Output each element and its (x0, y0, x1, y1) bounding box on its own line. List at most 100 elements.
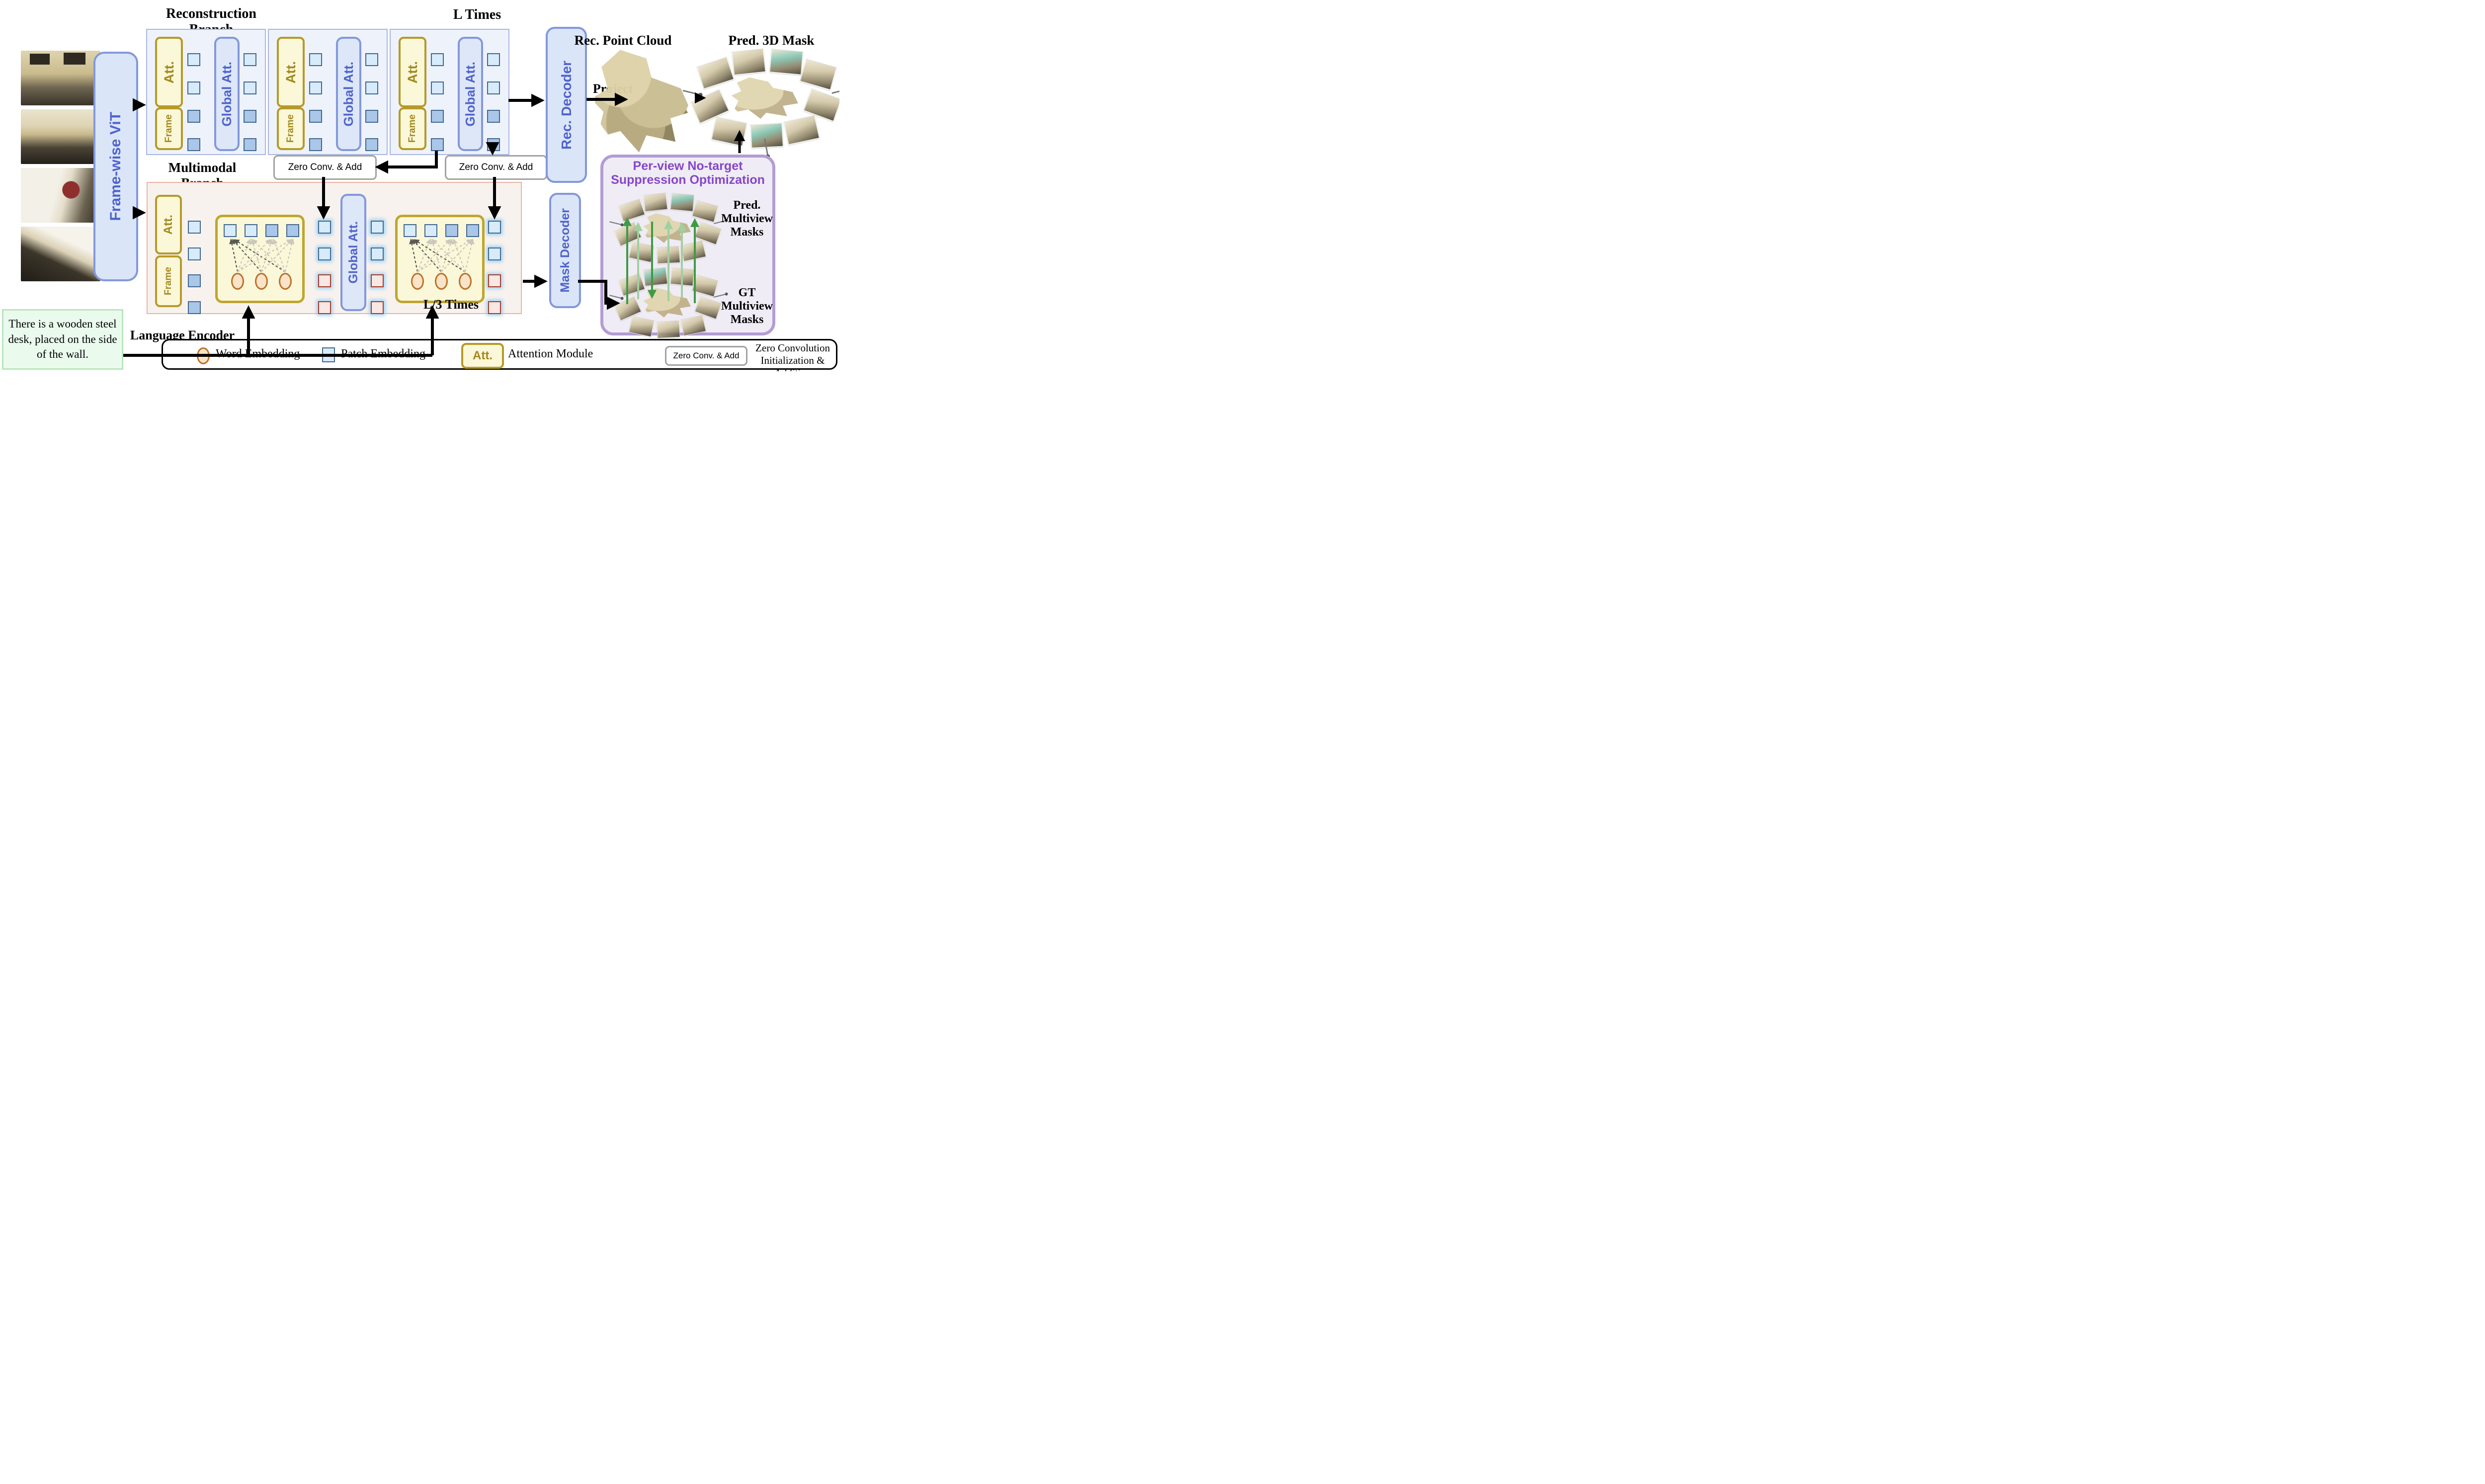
att-label: Att. (283, 61, 298, 83)
patch-token (187, 110, 200, 123)
patch-token (187, 82, 200, 94)
query-text: There is a wooden steel desk, placed on … (8, 318, 117, 361)
multiview-ring (609, 267, 726, 339)
zero-conv-add-box-1: Zero Conv. & Add (273, 155, 377, 180)
legend-patch-embedding-icon (322, 347, 335, 362)
frame-label: Frame (285, 114, 296, 143)
legend-zero-conv-desc-line1: Zero Convolution (755, 342, 830, 354)
mask-decoder-box: Mask Decoder (549, 193, 581, 308)
frame-module-box: Frame (277, 107, 305, 150)
legend-attention-icon: Att. (461, 343, 504, 369)
pred-masks-line2: Multiview (721, 212, 773, 225)
legend-word-embedding-icon (197, 347, 210, 364)
gt-multiview-visual (609, 267, 726, 339)
patch-token (309, 82, 322, 94)
att-label: Att. (161, 61, 176, 83)
patch-token (187, 138, 200, 151)
l3-times-label: L/3 Times (423, 297, 479, 312)
global-att-box: Global Att. (340, 194, 366, 311)
patch-token (245, 224, 257, 237)
att-module-box: Att. (399, 37, 426, 107)
suppressed-token (318, 274, 331, 287)
att-module-box: Att. (155, 195, 182, 254)
view-card (628, 241, 655, 263)
zero-conv-add-label: Zero Conv. & Add (288, 162, 362, 172)
legend-zero-conv-desc-line2: Initialization & Addition (760, 354, 825, 371)
suppressed-token (488, 274, 501, 287)
point-cloud-blob (731, 77, 799, 119)
view-card (732, 48, 766, 76)
patch-token (188, 247, 201, 260)
patch-token (487, 138, 500, 151)
patch-token-adapted (488, 221, 501, 234)
global-att-label: Global Att. (341, 61, 356, 127)
patch-token-adapted (318, 247, 331, 260)
patch-token (424, 224, 437, 237)
cross-attention-arrows (229, 238, 295, 272)
word-token (255, 273, 268, 290)
patch-token-adapted (371, 221, 384, 234)
rec-decoder-box: Rec. Decoder (546, 27, 587, 183)
view-card (618, 198, 646, 222)
rec-point-cloud-title: Rec. Point Cloud (574, 33, 672, 48)
patch-token (487, 53, 500, 66)
view-card (692, 274, 719, 297)
l-times-label: L Times (453, 7, 501, 22)
frame-label: Frame (407, 114, 417, 143)
zero-conv-add-label: Zero Conv. & Add (459, 162, 533, 172)
camera-axis-icon (831, 88, 839, 94)
patch-token (431, 138, 444, 151)
patch-token (187, 53, 200, 66)
patch-token (466, 224, 479, 237)
patch-token (404, 224, 416, 237)
view-card (692, 200, 719, 223)
view-card (643, 267, 668, 287)
frame-module-box: Frame (155, 255, 182, 307)
pred-multiview-visual (609, 192, 726, 265)
point-cloud-blob (643, 288, 691, 318)
legend-zero-conv-icon: Zero Conv. & Add (665, 346, 747, 366)
input-frame-2 (21, 109, 100, 164)
gt-masks-line3: Masks (730, 313, 764, 326)
suppressed-token (371, 274, 384, 287)
frame-label: Frame (164, 114, 174, 143)
view-card (657, 320, 680, 339)
cross-attention-box-1 (215, 215, 305, 303)
figure-canvas: Frame-wise ViT Reconstruction Branch L T… (0, 0, 839, 371)
word-token (279, 273, 292, 290)
word-token (411, 273, 424, 290)
att-label: Att. (162, 215, 175, 235)
patch-token (445, 224, 458, 237)
global-att-label: Global Att. (219, 61, 234, 127)
view-card (670, 193, 695, 212)
view-card (696, 57, 735, 89)
view-card (618, 273, 646, 297)
frame-wise-vit-label: Frame-wise ViT (107, 112, 124, 221)
camera-axis-icon (682, 89, 700, 95)
frame-module-box: Frame (399, 107, 426, 150)
view-card (750, 123, 784, 149)
rec-point-cloud-visual (591, 50, 691, 153)
patch-token (244, 138, 256, 151)
multiview-ring (609, 192, 726, 265)
view-card (680, 240, 707, 262)
pred-3d-mask-visual (682, 48, 839, 156)
global-att-box: Global Att. (336, 37, 361, 151)
input-frame-1 (21, 51, 100, 105)
patch-token (244, 110, 256, 123)
patch-token (431, 82, 444, 94)
suppressed-token (318, 301, 331, 314)
point-cloud-blob (643, 213, 691, 243)
frame-wise-vit-box: Frame-wise ViT (93, 52, 138, 281)
patch-token (487, 82, 500, 94)
patch-token (265, 224, 278, 237)
patch-token-adapted (371, 247, 384, 260)
patch-token (365, 110, 378, 123)
mask-decoder-label: Mask Decoder (558, 208, 572, 293)
multiview-ring (682, 48, 839, 156)
transformer-block-1: Att. Frame Global Att. (146, 29, 266, 155)
gt-masks-line2: Multiview (721, 300, 773, 313)
rec-decoder-label: Rec. Decoder (558, 60, 574, 150)
patch-token (431, 110, 444, 123)
patch-token (487, 110, 500, 123)
